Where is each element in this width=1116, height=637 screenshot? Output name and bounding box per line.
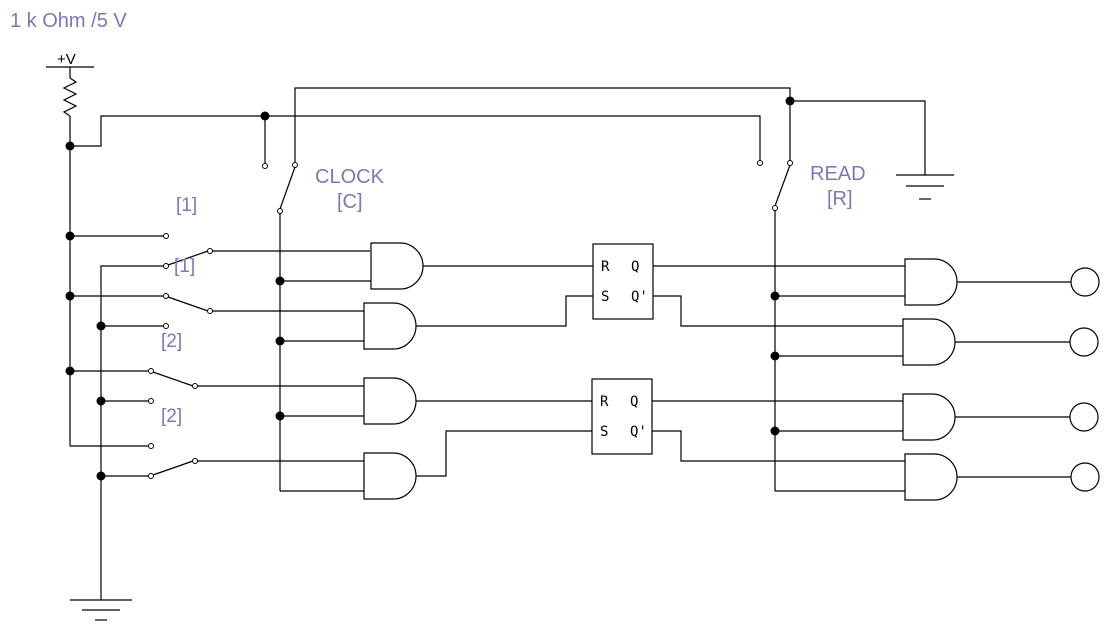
svg-text:R: R (600, 394, 609, 410)
ground-left-icon (70, 599, 132, 621)
svg-text:Q': Q' (631, 289, 648, 305)
rs-latch-1: R S Q Q' (592, 243, 654, 320)
ground-right-icon (896, 174, 954, 200)
and-gate-5 (904, 258, 958, 306)
svg-text:Q: Q (631, 259, 639, 275)
input-switch-1[interactable] (163, 233, 213, 269)
output-probe-4[interactable] (1070, 462, 1100, 492)
svg-text:S: S (600, 424, 608, 440)
svg-text:R: R (601, 259, 610, 275)
output-probe-2[interactable] (1069, 327, 1099, 357)
switch1-key-top: [1] (176, 195, 197, 216)
svg-text:Q: Q (630, 394, 638, 410)
input-switch-4[interactable] (148, 443, 198, 479)
and-gate-8 (904, 453, 958, 501)
clock-switch[interactable] (262, 162, 298, 214)
read-key: [R] (827, 188, 853, 210)
clock-key: [C] (337, 191, 363, 213)
and-gate-2 (363, 302, 417, 350)
rs-latch-2: R S Q Q' (591, 378, 653, 455)
source-label: 1 k Ohm /5 V (10, 10, 127, 32)
and-gate-4 (363, 452, 417, 500)
and-gate-3 (363, 377, 417, 425)
input-switch-2[interactable] (163, 293, 213, 329)
and-gate-7 (902, 393, 956, 441)
and-gate-6 (902, 318, 956, 366)
svg-text:Q': Q' (630, 424, 647, 440)
svg-text:S: S (601, 289, 609, 305)
read-switch[interactable] (757, 160, 793, 211)
output-probe-3[interactable] (1069, 402, 1099, 432)
switch2-key: [2] (161, 331, 182, 352)
switch3-key: [2] (161, 406, 182, 427)
output-probe-1[interactable] (1070, 267, 1100, 297)
resistor (62, 77, 78, 117)
supply-label: +V (57, 51, 76, 68)
read-label: READ (810, 163, 866, 185)
and-gate-1 (370, 242, 424, 290)
switch1-key-bottom: [1] (174, 256, 195, 277)
clock-label: CLOCK (315, 166, 385, 188)
input-switch-3[interactable] (148, 368, 198, 404)
